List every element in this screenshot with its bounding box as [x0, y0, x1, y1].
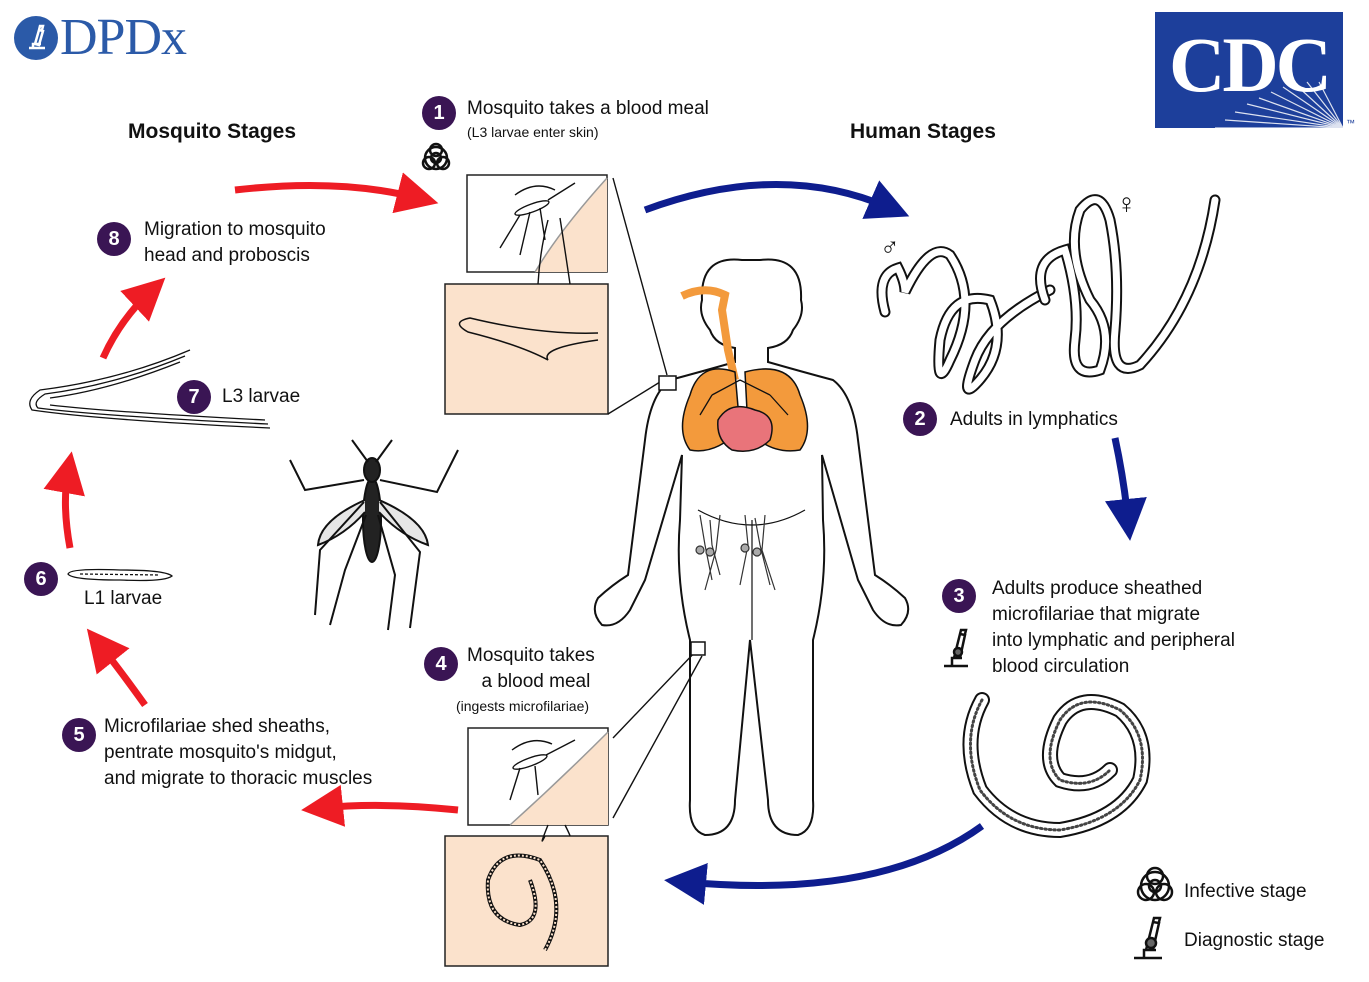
step-8-badge: 8: [97, 222, 131, 256]
trademark: ™: [1346, 118, 1355, 128]
step-5-line-2: pentrate mosquito's midgut,: [104, 742, 337, 763]
arrow-step3-to-4: [664, 823, 985, 905]
lymphatic-vessels: [695, 514, 776, 591]
microscope-logo-icon: [14, 16, 58, 60]
biohazard-icon: [421, 142, 451, 171]
step1-inset-mosquito: [466, 174, 608, 273]
legend-infective-label: Infective stage: [1184, 881, 1307, 902]
arrow-step5-to-6: [86, 628, 148, 708]
step-4-badge: 4: [424, 647, 458, 681]
arrow-step6-to-7: [43, 451, 85, 549]
adult-worms-illustration: [876, 194, 1221, 395]
step-2-badge: 2: [903, 402, 937, 436]
legend-diagnostic-label: Diagnostic stage: [1184, 930, 1325, 951]
step-3-label: Adults produce sheathed microfilariae th…: [992, 576, 1235, 680]
step4-inset-mosquito: [467, 727, 609, 826]
arrow-step1-to-2: [643, 180, 910, 219]
step-6-badge: 6: [24, 562, 58, 596]
mosquito-stages-heading: Mosquito Stages: [128, 120, 297, 143]
step-3-line-1: Adults produce sheathed: [992, 578, 1203, 599]
step-8-label: Migration to mosquito head and proboscis: [144, 217, 326, 269]
male-symbol: ♂: [880, 232, 900, 262]
step-7-badge: 7: [177, 380, 211, 414]
leg-site-marker: [690, 641, 706, 656]
human-body: [593, 258, 910, 837]
human-stages-heading: Human Stages: [850, 120, 996, 143]
l1-larva-illustration: [67, 568, 174, 582]
step-4-note: (ingests microfilariae): [456, 698, 590, 714]
legend-biohazard-icon: [1136, 866, 1174, 902]
step-5-line-1: Microfilariae shed sheaths,: [104, 716, 330, 737]
step-3-line-4: blood circulation: [992, 656, 1130, 677]
step-5-label: Microfilariae shed sheaths, pentrate mos…: [104, 714, 372, 792]
arrow-step7-to-8: [99, 277, 166, 360]
red-arrows: [43, 172, 459, 827]
step1-inset-larva: [444, 283, 609, 415]
microscope-icon: [944, 628, 968, 668]
arrow-step4-to-5: [301, 784, 459, 827]
legend-microscope-icon: [1134, 916, 1162, 960]
lungs-and-heart: [680, 286, 809, 452]
step-3-line-3: into lymphatic and peripheral: [992, 630, 1235, 651]
cdc-stripes: [1215, 81, 1343, 128]
step-5-badge: 5: [62, 718, 96, 752]
step-6-label: L1 larvae: [84, 588, 163, 609]
cdc-logo: CDC: [1155, 12, 1343, 128]
dpdx-text: DPDx: [60, 9, 187, 66]
arrow-step2-to-3: [1105, 437, 1147, 541]
step-1-label: Mosquito takes a blood meal: [467, 98, 709, 119]
arrow-to-step1: [234, 172, 439, 214]
cdc-text: CDC: [1169, 21, 1332, 108]
dpdx-logo: DPDx: [12, 9, 187, 66]
step-4-line-2: a blood meal: [481, 671, 591, 692]
l3-larva-illustration: [29, 349, 271, 429]
step-5-line-3: and migrate to thoracic muscles: [104, 768, 373, 789]
step-3-line-2: microfilariae that migrate: [992, 604, 1201, 625]
step-3-badge: 3: [942, 579, 976, 613]
step-4-label: Mosquito takes a blood meal: [467, 643, 595, 695]
microfilaria-illustration: [962, 692, 1151, 839]
step-7-label: L3 larvae: [222, 386, 301, 407]
step-2-label: Adults in lymphatics: [950, 409, 1118, 430]
step-8-line-2: head and proboscis: [144, 245, 310, 266]
step-1-note: (L3 larvae enter skin): [467, 124, 599, 140]
step-4-line-1: Mosquito takes: [467, 645, 595, 666]
step4-inset-microfilaria: [444, 835, 609, 967]
blue-arrows: [643, 180, 1147, 905]
skin-site-marker: [658, 375, 677, 391]
mosquito-icon: [289, 439, 459, 631]
female-symbol: ♀: [1116, 188, 1137, 219]
step-1-badge: 1: [422, 96, 456, 130]
step-8-line-1: Migration to mosquito: [144, 219, 326, 240]
